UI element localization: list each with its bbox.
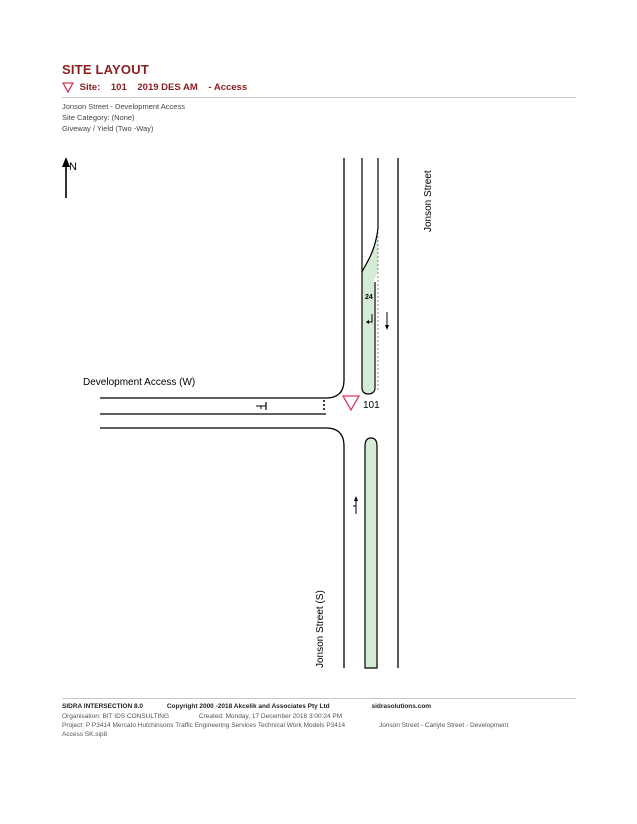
- info-line-1: Jonson Street - Development Access: [62, 102, 185, 111]
- site-id: 101: [110, 82, 127, 94]
- southbound-arrow-icon: [385, 312, 389, 330]
- footer-organisation: Organisation: BIT IDS CONSULTING: [62, 713, 170, 720]
- header-divider: [62, 97, 576, 98]
- north-label: N: [69, 161, 77, 173]
- give-way-marker-icon: [341, 395, 361, 412]
- site-scenario: 2019 DES AM: [137, 82, 198, 94]
- page-title: SITE LAYOUT: [62, 62, 149, 77]
- footer-created: Created: Monday, 17 December 2018 3:00:2…: [198, 713, 343, 720]
- give-way-icon: [62, 82, 74, 93]
- road-east-label: Jonson Street: [423, 170, 434, 232]
- site-prefix: Site:: [79, 82, 101, 94]
- north-right-turn-arrow-icon: [366, 314, 373, 324]
- northbound-arrow-icon: [353, 496, 358, 514]
- lane-length-label: 24: [365, 294, 373, 301]
- footer-project: Project: P P3414 Mercato Hutchinsons Tra…: [62, 722, 346, 729]
- median-north: [362, 158, 378, 394]
- site-name: - Access: [208, 82, 248, 94]
- median-south: [364, 437, 378, 669]
- north-arrow-icon: [62, 157, 70, 198]
- footer-line-3: Project: P P3414 Mercato Hutchinsons Tra…: [62, 722, 508, 729]
- footer-divider: [62, 698, 576, 699]
- info-line-3: Giveway / Yield (Two -Way): [62, 124, 154, 133]
- road-south-label: Jonson Street (S): [315, 590, 326, 668]
- footer-website: sidrasolutions.com: [371, 703, 432, 710]
- footer-line-1: SIDRA INTERSECTION 8.0 Copyright 2000 -2…: [62, 703, 431, 710]
- stop-line-dots: [323, 400, 325, 410]
- info-line-2: Site Category: (None): [62, 113, 135, 122]
- footer-line-2: Organisation: BIT IDS CONSULTING Created…: [62, 713, 342, 720]
- west-approach-arrow-icon: [256, 402, 267, 410]
- site-marker-label: 101: [363, 400, 380, 411]
- footer-project-file: Jonson Street - Carlyle Street - Develop…: [378, 722, 509, 729]
- road-west-label: Development Access (W): [83, 377, 195, 388]
- footer-line-4: Access SK.sip8: [62, 731, 108, 738]
- site-line: Site: 101 2019 DES AM - Access: [62, 82, 255, 93]
- footer-software: SIDRA INTERSECTION 8.0: [62, 703, 144, 710]
- footer-copyright: Copyright 2000 -2018 Akcelik and Associa…: [166, 703, 330, 710]
